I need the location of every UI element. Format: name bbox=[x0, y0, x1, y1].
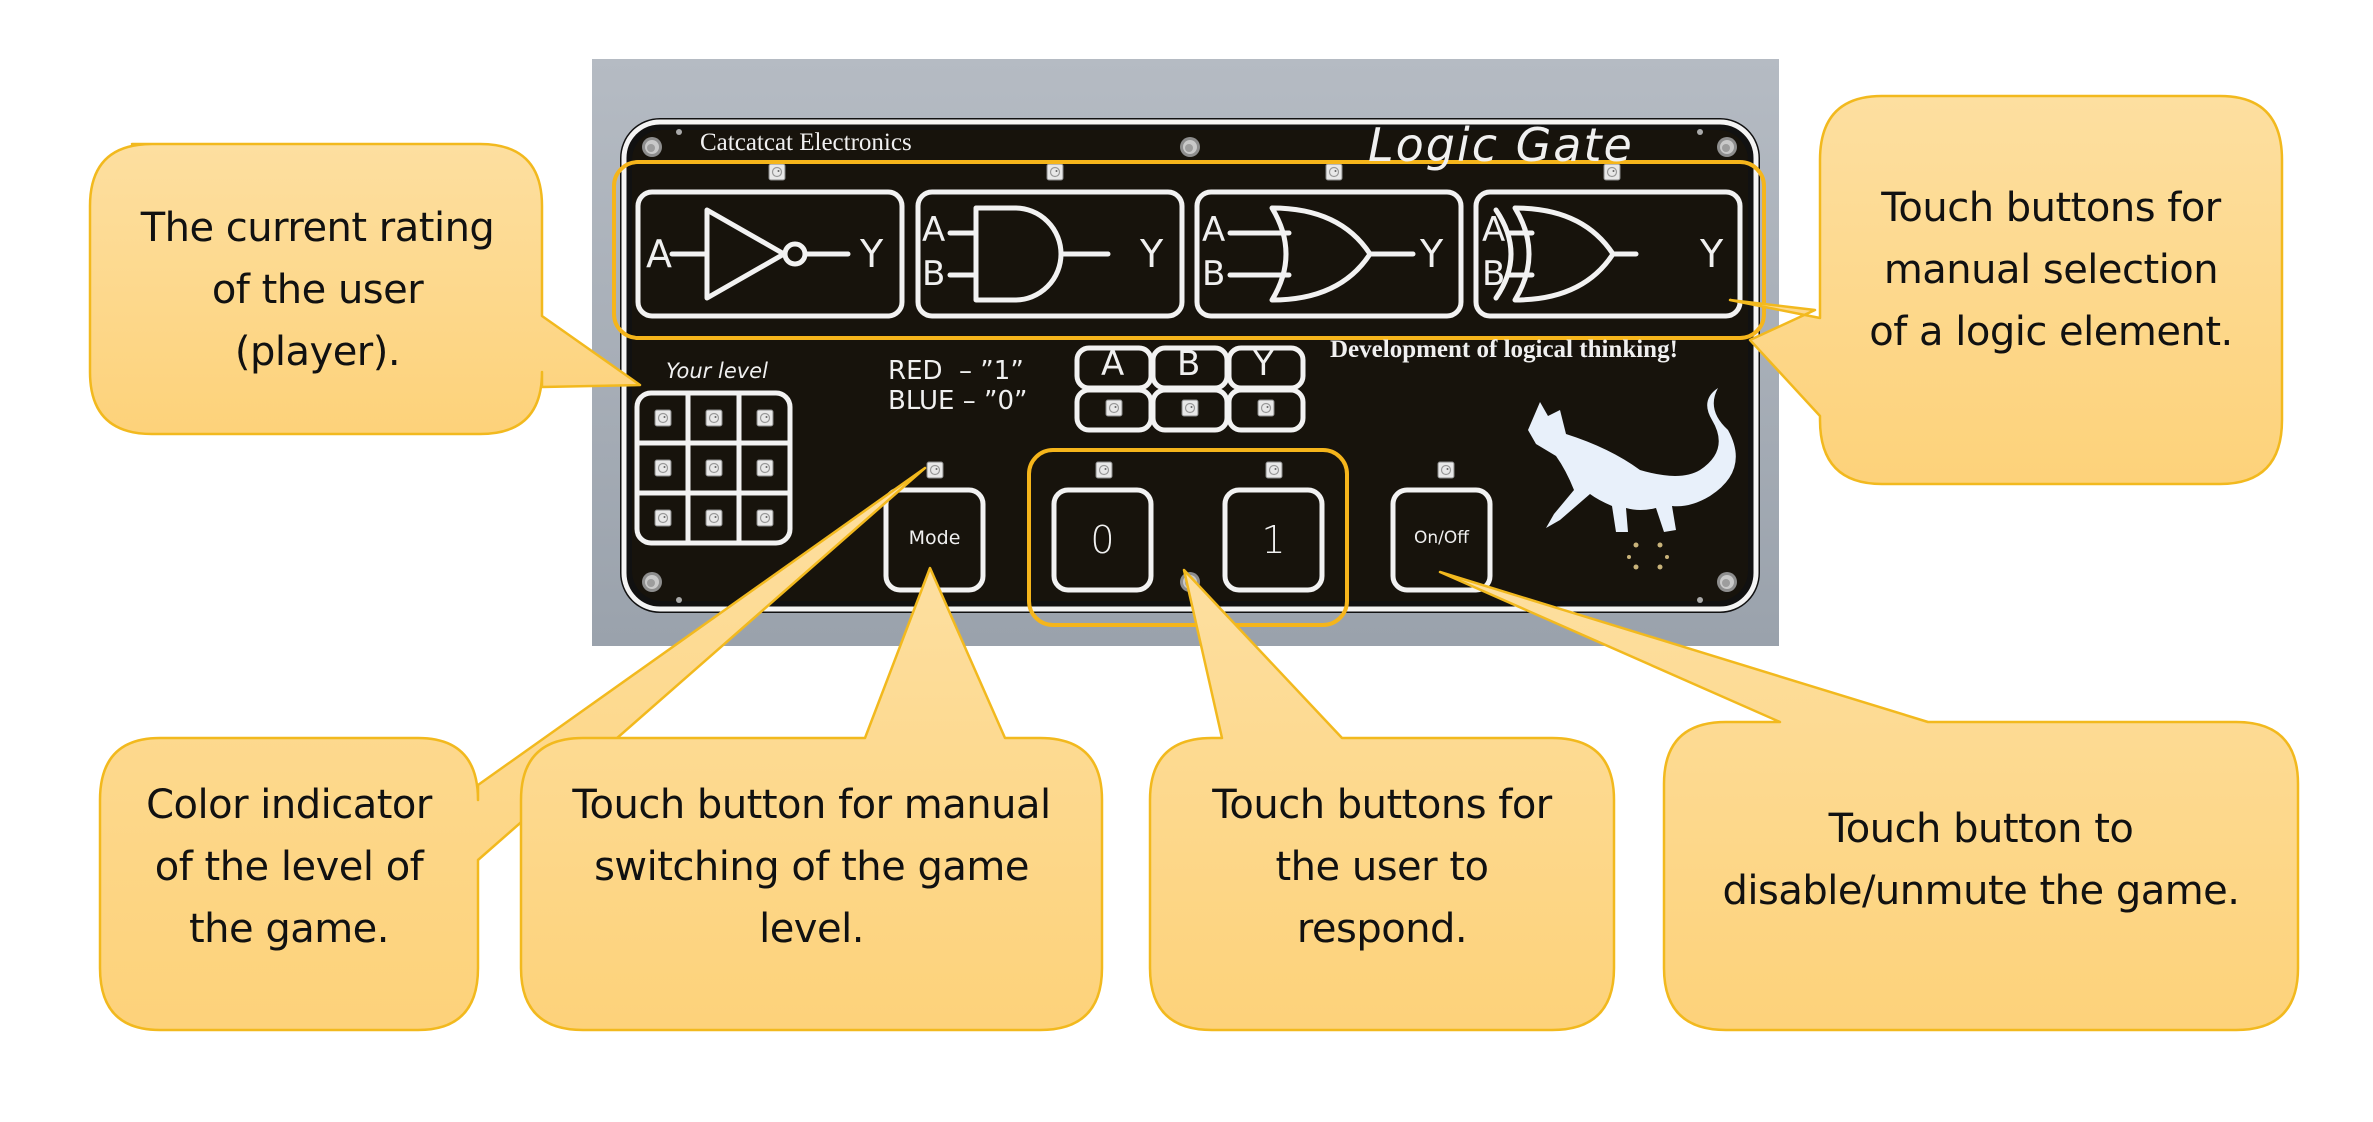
gate-not-output-y: Y bbox=[860, 232, 884, 276]
power-button-label[interactable]: On/Off bbox=[1414, 528, 1469, 548]
cat-logo-icon bbox=[1528, 388, 1736, 532]
io-led-icon bbox=[1257, 399, 1275, 417]
gate-led-icon bbox=[1325, 163, 1343, 181]
gate-and-input-a: A bbox=[922, 210, 946, 250]
level-led-icon bbox=[654, 409, 672, 427]
gate-xor-input-b: B bbox=[1482, 254, 1506, 294]
callout-rating-shape bbox=[88, 142, 642, 436]
callout-power-shape bbox=[1438, 570, 2300, 1032]
screw-icon bbox=[1717, 137, 1737, 157]
level-led-icon bbox=[705, 509, 723, 527]
level-led-icon bbox=[705, 459, 723, 477]
io-led-icon bbox=[1181, 399, 1199, 417]
gate-xor-output-y: Y bbox=[1700, 232, 1724, 276]
legend-blue: BLUE – ”0” bbox=[888, 386, 1028, 416]
level-led-icon bbox=[654, 509, 672, 527]
gate-select-highlight bbox=[612, 160, 1766, 340]
slogan-label: Development of logical thinking! bbox=[1330, 336, 1678, 363]
level-led-icon bbox=[756, 459, 774, 477]
or-gate-icon bbox=[1227, 205, 1416, 303]
callout-level-indicator-shape bbox=[98, 466, 927, 1032]
io-label-y: Y bbox=[1253, 344, 1274, 384]
callout-mode-shape bbox=[519, 566, 1104, 1032]
level-label: Your level bbox=[666, 359, 768, 383]
gate-button-or[interactable] bbox=[1194, 189, 1464, 319]
callout-mode-button: Touch button for manual switching of the… bbox=[572, 782, 1051, 952]
answer-highlight bbox=[1027, 448, 1349, 627]
one-button-label[interactable]: 1 bbox=[1261, 518, 1286, 562]
io-led-icon bbox=[1105, 399, 1123, 417]
one-button[interactable] bbox=[1222, 487, 1325, 593]
level-led-icon bbox=[756, 509, 774, 527]
gate-or-output-y: Y bbox=[1420, 232, 1444, 276]
screw-icon bbox=[1717, 572, 1737, 592]
zero-button-label[interactable]: 0 bbox=[1090, 518, 1115, 562]
not-gate-icon bbox=[669, 207, 851, 301]
callout-level-indicator: Color indicator of the level of the game… bbox=[146, 782, 432, 952]
mode-button-label[interactable]: Mode bbox=[908, 527, 961, 549]
gate-or-input-b: B bbox=[1202, 254, 1226, 294]
io-label-a: A bbox=[1101, 344, 1125, 384]
gate-button-and[interactable] bbox=[915, 189, 1185, 319]
screw-icon bbox=[1180, 137, 1200, 157]
gate-and-input-b: B bbox=[922, 254, 946, 294]
callout-gate-select-shape bbox=[1728, 94, 2284, 486]
callout-gate-select: Touch buttons for manual selection of a … bbox=[1869, 185, 2233, 355]
gate-xor-input-a: A bbox=[1482, 210, 1506, 250]
screw-icon bbox=[642, 137, 662, 157]
zero-button[interactable] bbox=[1051, 487, 1154, 593]
brand-label: Catcatcat Electronics bbox=[700, 129, 912, 156]
and-gate-icon bbox=[947, 205, 1111, 303]
power-button[interactable] bbox=[1390, 487, 1493, 593]
one-led-icon bbox=[1265, 461, 1283, 479]
power-led-icon bbox=[1437, 461, 1455, 479]
callout-answer-shape bbox=[1148, 568, 1616, 1032]
io-label-b: B bbox=[1177, 344, 1201, 384]
gate-and-output-y: Y bbox=[1140, 232, 1164, 276]
callout-answer-buttons: Touch buttons for the user to respond. bbox=[1212, 782, 1552, 952]
gate-button-not[interactable] bbox=[635, 189, 905, 319]
screw-icon bbox=[642, 572, 662, 592]
xor-gate-icon bbox=[1493, 205, 1639, 303]
callout-power-button: Touch button to disable/unmute the game. bbox=[1722, 806, 2240, 914]
zero-led-icon bbox=[1095, 461, 1113, 479]
level-led-icon bbox=[654, 459, 672, 477]
level-grid bbox=[634, 390, 793, 546]
speaker-icon bbox=[1627, 542, 1669, 570]
gate-led-icon bbox=[1046, 163, 1064, 181]
callout-rating: The current rating of the user (player). bbox=[140, 205, 495, 375]
level-led-icon bbox=[705, 409, 723, 427]
gate-not-input-a: A bbox=[646, 232, 672, 276]
device-title: Logic Gate bbox=[1368, 118, 1634, 172]
gate-or-input-a: A bbox=[1202, 210, 1226, 250]
gate-led-icon bbox=[768, 163, 786, 181]
mode-led-icon bbox=[926, 461, 944, 479]
gate-button-xor[interactable] bbox=[1473, 189, 1743, 319]
legend-red: RED – ”1” bbox=[888, 356, 1024, 386]
level-led-icon bbox=[756, 409, 774, 427]
